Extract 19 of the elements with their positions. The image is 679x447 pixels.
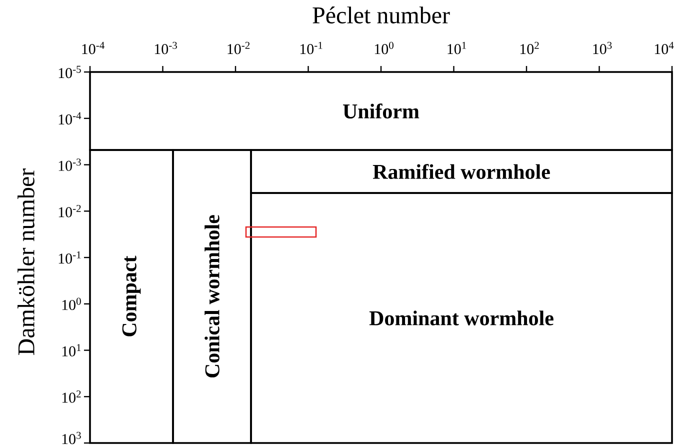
tick-label: 10$^{2}$ bbox=[520, 42, 539, 54]
tick-label: 10$^{-5}$ bbox=[58, 66, 81, 78]
region-box: Ramified wormhole bbox=[250, 149, 673, 194]
tick-label: 10$^{-3}$ bbox=[58, 158, 81, 171]
tick-label: 10$^{-2}$ bbox=[228, 42, 250, 54]
tick-label: 10$^{3}$ bbox=[593, 42, 612, 54]
region-box: Conical wormhole bbox=[172, 149, 252, 444]
axis-title: Damköhler number bbox=[18, 168, 34, 355]
tick-label: 10$^{1}$ bbox=[448, 42, 466, 54]
tick-label: 10$^{-4}$ bbox=[82, 42, 104, 54]
region-box: Uniform bbox=[89, 71, 673, 151]
tick-label: 10$^{4}$ bbox=[654, 42, 674, 54]
region-box: Dominant wormhole bbox=[250, 192, 673, 444]
tick-label: 10$^{-4}$ bbox=[58, 112, 82, 125]
tick-label: 10$^{-3}$ bbox=[154, 42, 177, 54]
tick-label: 10$^{0}$ bbox=[374, 42, 394, 54]
axis-title: Péclet number bbox=[312, 6, 450, 24]
region-box: Compact bbox=[89, 149, 174, 444]
tick-label: 10$^{-1}$ bbox=[300, 42, 322, 54]
